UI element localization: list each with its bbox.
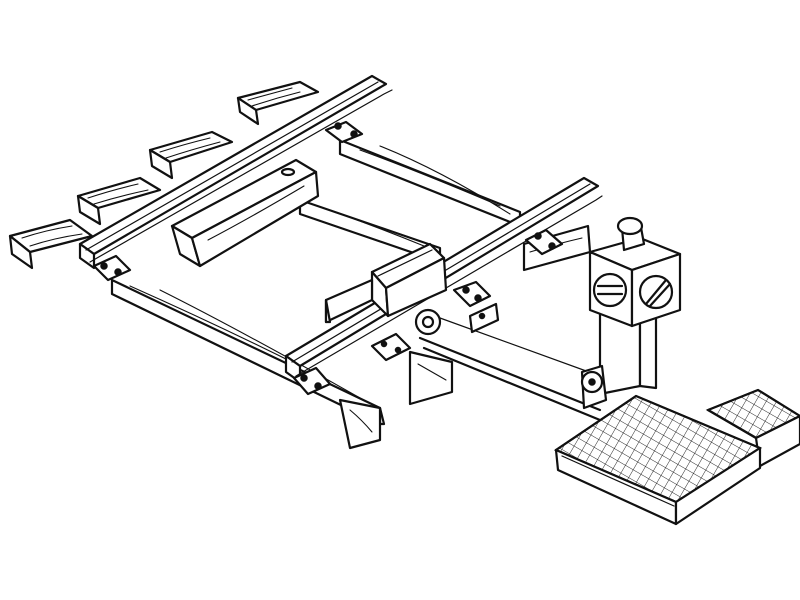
checker-plate-platform <box>553 388 800 526</box>
chair-4 <box>292 366 332 396</box>
tie-5 <box>408 224 592 406</box>
switch-stand-box <box>324 242 448 324</box>
target-lamp <box>580 216 682 410</box>
chair-3 <box>524 228 564 256</box>
wheel-stop-block <box>170 158 320 268</box>
chair-5 <box>452 280 492 308</box>
throw-rod <box>370 302 602 422</box>
rail-chairs <box>92 120 564 396</box>
tie-1 <box>236 80 320 126</box>
tie-3 <box>76 176 442 264</box>
chair-1 <box>324 120 364 144</box>
wooden-ties <box>8 80 592 450</box>
rail-left <box>78 74 393 270</box>
chair-2 <box>92 254 132 282</box>
